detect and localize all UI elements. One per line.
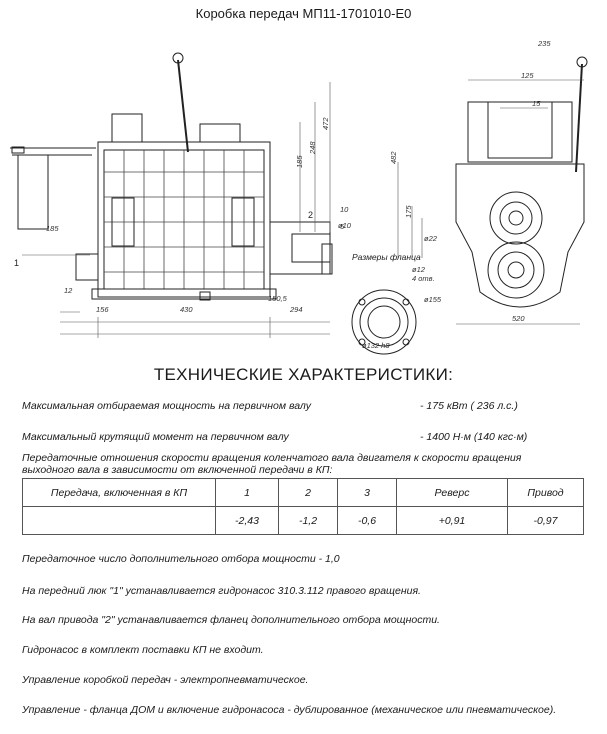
dim-label: 185 — [295, 155, 304, 168]
spec-value-torque: - 1400 Н·м (140 кгс·м) — [420, 431, 528, 443]
dim-label: 482 — [389, 151, 398, 164]
table-cell: -0,97 — [507, 506, 584, 535]
dim-label: ø10 — [338, 221, 352, 230]
table-header-cell: Реверс — [396, 478, 508, 507]
table-header-cell: 2 — [278, 478, 338, 507]
callout-1: 1 — [14, 258, 19, 268]
ratio-intro-line2: выходного вала в зависимости от включенн… — [22, 464, 333, 476]
table-cell — [22, 506, 216, 535]
dim-label: 5 — [340, 222, 345, 231]
side-view — [10, 52, 333, 338]
table-cell: -0,6 — [337, 506, 397, 535]
dim-label: 185 — [46, 224, 59, 233]
dim-label: 15 — [532, 99, 541, 108]
dim-label: 472 — [321, 117, 330, 130]
table-row: -2,43 -1,2 -0,6 +0,91 -0,97 — [22, 506, 584, 535]
section-heading: ТЕХНИЧЕСКИЕ ХАРАКТЕРИСТИКИ: — [153, 365, 454, 384]
table-header-cell: 3 — [337, 478, 397, 507]
dim-label: 294 — [289, 305, 303, 314]
dim-label: 430 — [180, 305, 193, 314]
gear-ratio-table: Передача, включенная в КП 1 2 3 Реверс П… — [22, 478, 584, 535]
dim-label: 156 — [96, 305, 109, 314]
dim-label: 125 — [521, 71, 534, 80]
dim-label: ø22 — [424, 234, 438, 243]
note-5: Управление коробкой передач - электропне… — [22, 674, 309, 686]
table-header-cell: Передача, включенная в КП — [22, 478, 216, 507]
document-title: Коробка передач МП11-1701010-Е0 — [195, 6, 412, 21]
dim-label: 150,5 — [268, 294, 288, 303]
flange-dim-label: ø132 h8 — [362, 341, 390, 350]
dim-label: 520 — [512, 314, 525, 323]
table-header-cell: 1 — [215, 478, 279, 507]
dim-label: 175 — [404, 205, 413, 218]
dim-label: 10 — [340, 205, 349, 214]
note-2: На передний люк "1" устанавливается гидр… — [22, 585, 421, 597]
note-3: На вал привода "2" устанавливается флане… — [22, 614, 440, 626]
table-header-cell: Привод — [507, 478, 584, 507]
table-cell: +0,91 — [396, 506, 508, 535]
table-cell: -1,2 — [278, 506, 338, 535]
flange-dim-label: 4 отв. — [412, 274, 435, 283]
flange-dim-label: ø12 — [412, 265, 426, 274]
dim-label: 235 — [537, 39, 551, 48]
dim-label: ø155 — [424, 295, 442, 304]
callout-2: 2 — [308, 210, 313, 220]
dim-label: 12 — [64, 286, 73, 295]
table-header-row: Передача, включенная в КП 1 2 3 Реверс П… — [22, 478, 584, 507]
dim-label: 248 — [308, 141, 317, 155]
note-4: Гидронасос в комплект поставки КП не вхо… — [22, 644, 264, 656]
ratio-intro-line1: Передаточные отношения скорости вращения… — [22, 452, 522, 464]
spec-label-torque: Максимальный крутящий момент на первично… — [22, 431, 289, 443]
table-cell: -2,43 — [215, 506, 279, 535]
note-6: Управление - фланца ДОМ и включение гидр… — [22, 704, 557, 716]
spec-label-power: Максимальная отбираемая мощность на перв… — [22, 400, 311, 412]
note-1: Передаточное число дополнительного отбор… — [22, 553, 340, 565]
flange-caption: Размеры фланца — [352, 252, 421, 262]
front-view — [397, 56, 588, 325]
technical-drawing: 235 125 15 472 482 248 175 185 10 5 185 … — [10, 39, 588, 355]
flange-detail — [351, 289, 417, 355]
spec-value-power: - 175 кВт ( 236 л.с.) — [420, 400, 518, 412]
